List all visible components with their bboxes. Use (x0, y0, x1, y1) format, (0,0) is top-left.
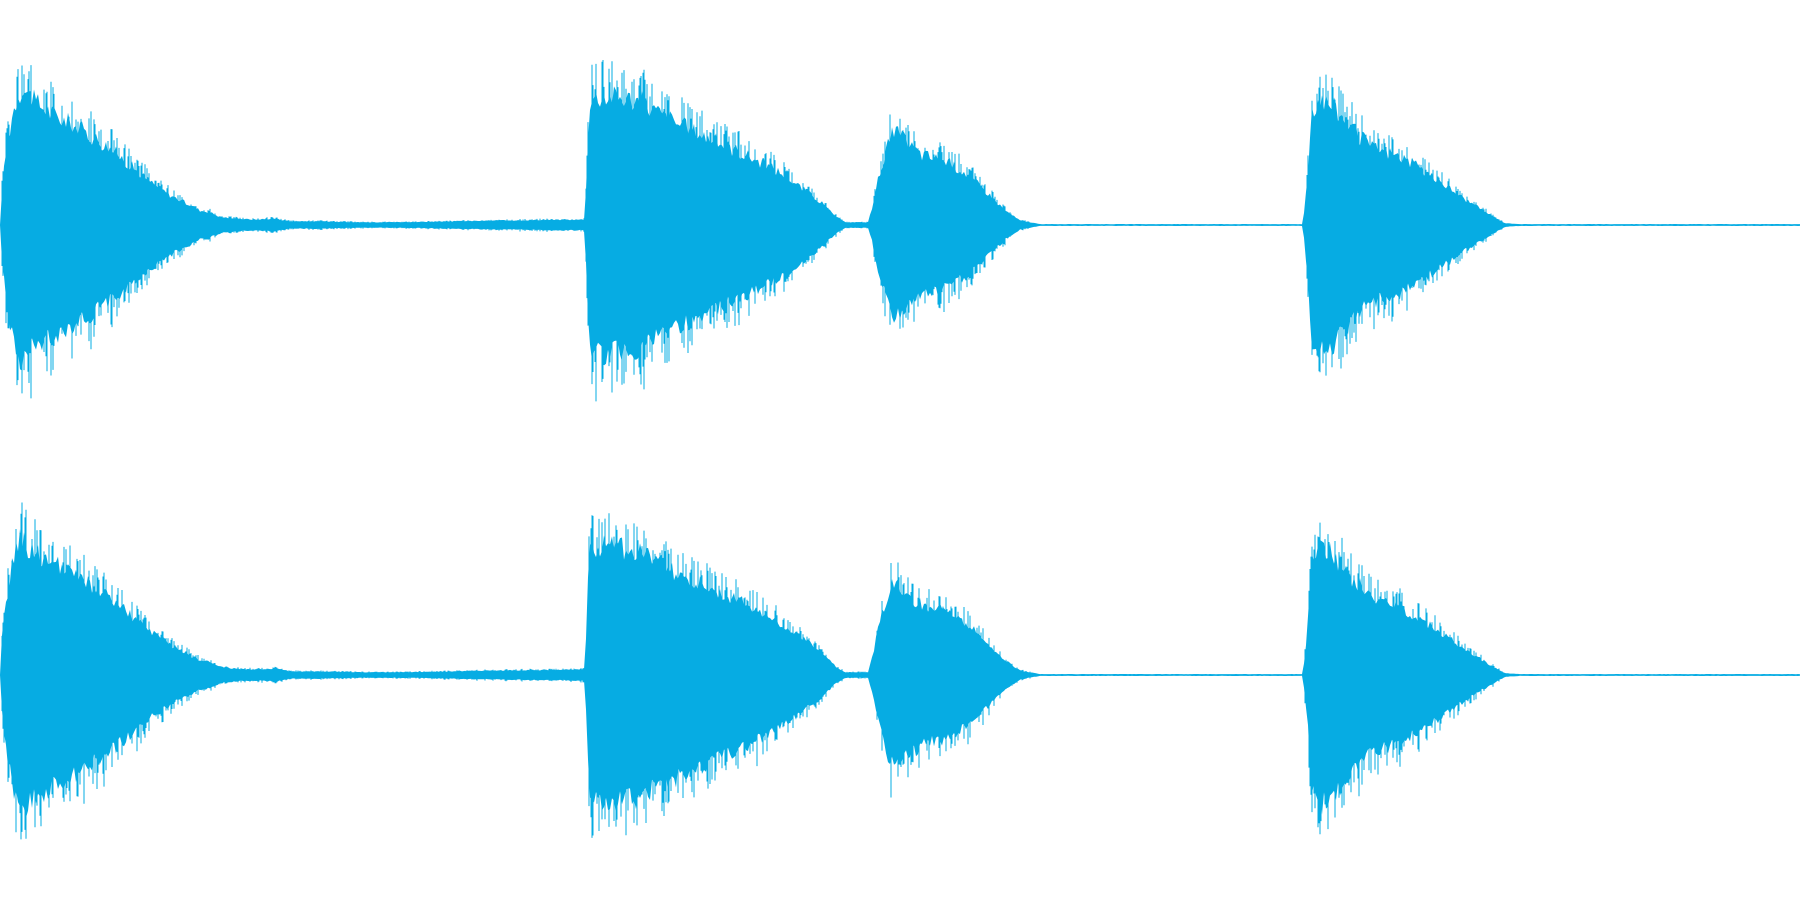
waveform-channel-right (0, 502, 1800, 840)
waveform-channel-left (0, 60, 1800, 402)
waveform-envelope (0, 529, 1800, 818)
